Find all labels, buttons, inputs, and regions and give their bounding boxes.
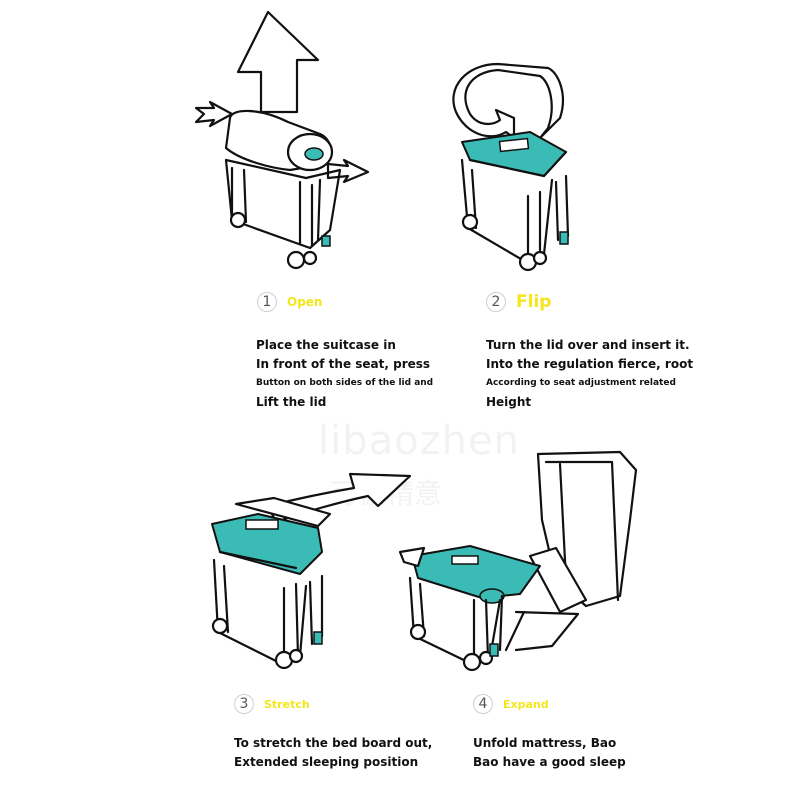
step-3-heading: 3 Stretch (234, 694, 310, 714)
step-1-number: 1 (257, 292, 277, 312)
step-3-line-2: Extended sleeping position (234, 755, 419, 769)
step-4-description: Unfold mattress, Bao Bao have a good sle… (473, 734, 626, 772)
step-3-description: To stretch the bed board out, Extended s… (234, 734, 432, 772)
step-2-line-1: Turn the lid over and insert it. (486, 338, 690, 352)
step-4-line-2: Bao have a good sleep (473, 755, 626, 769)
step-2-line-4: Height (486, 395, 532, 409)
step-1-line-3: Button on both sides of the lid and (256, 378, 434, 388)
step-4-heading: 4 Expand (473, 694, 549, 714)
step-4-number: 4 (473, 694, 493, 714)
step-2-number: 2 (486, 292, 506, 312)
step-2-line-3: According to seat adjustment related (486, 378, 676, 388)
step-3-title: Stretch (264, 697, 310, 711)
step-1-title: Open (287, 295, 323, 309)
step-4-line-1: Unfold mattress, Bao (473, 736, 617, 750)
step-1-line-1: Place the suitcase in (256, 338, 396, 352)
seat-icon (504, 450, 638, 652)
watermark-sub: 可彼精意 (330, 477, 443, 510)
step-1-description: Place the suitcase in In front of the se… (256, 336, 433, 412)
flip-arrow-icon (452, 62, 565, 140)
step-1-line-4: Lift the lid (256, 395, 327, 409)
step-2-description: Turn the lid over and insert it. Into th… (486, 336, 693, 412)
step-1-heading: 1 Open (257, 292, 322, 312)
step-3-line-1: To stretch the bed board out, (234, 736, 433, 750)
step-2-line-2: Into the regulation fierce, root (486, 357, 694, 371)
step-3-number: 3 (234, 694, 254, 714)
watermark: libaozhen (318, 418, 520, 464)
step-2-title: Flip (516, 292, 552, 312)
step-1-line-2: In front of the seat, press (256, 357, 431, 371)
up-arrow-icon (236, 10, 320, 114)
step-2-heading: 2 Flip (486, 292, 551, 312)
step-4-title: Expand (503, 697, 549, 711)
